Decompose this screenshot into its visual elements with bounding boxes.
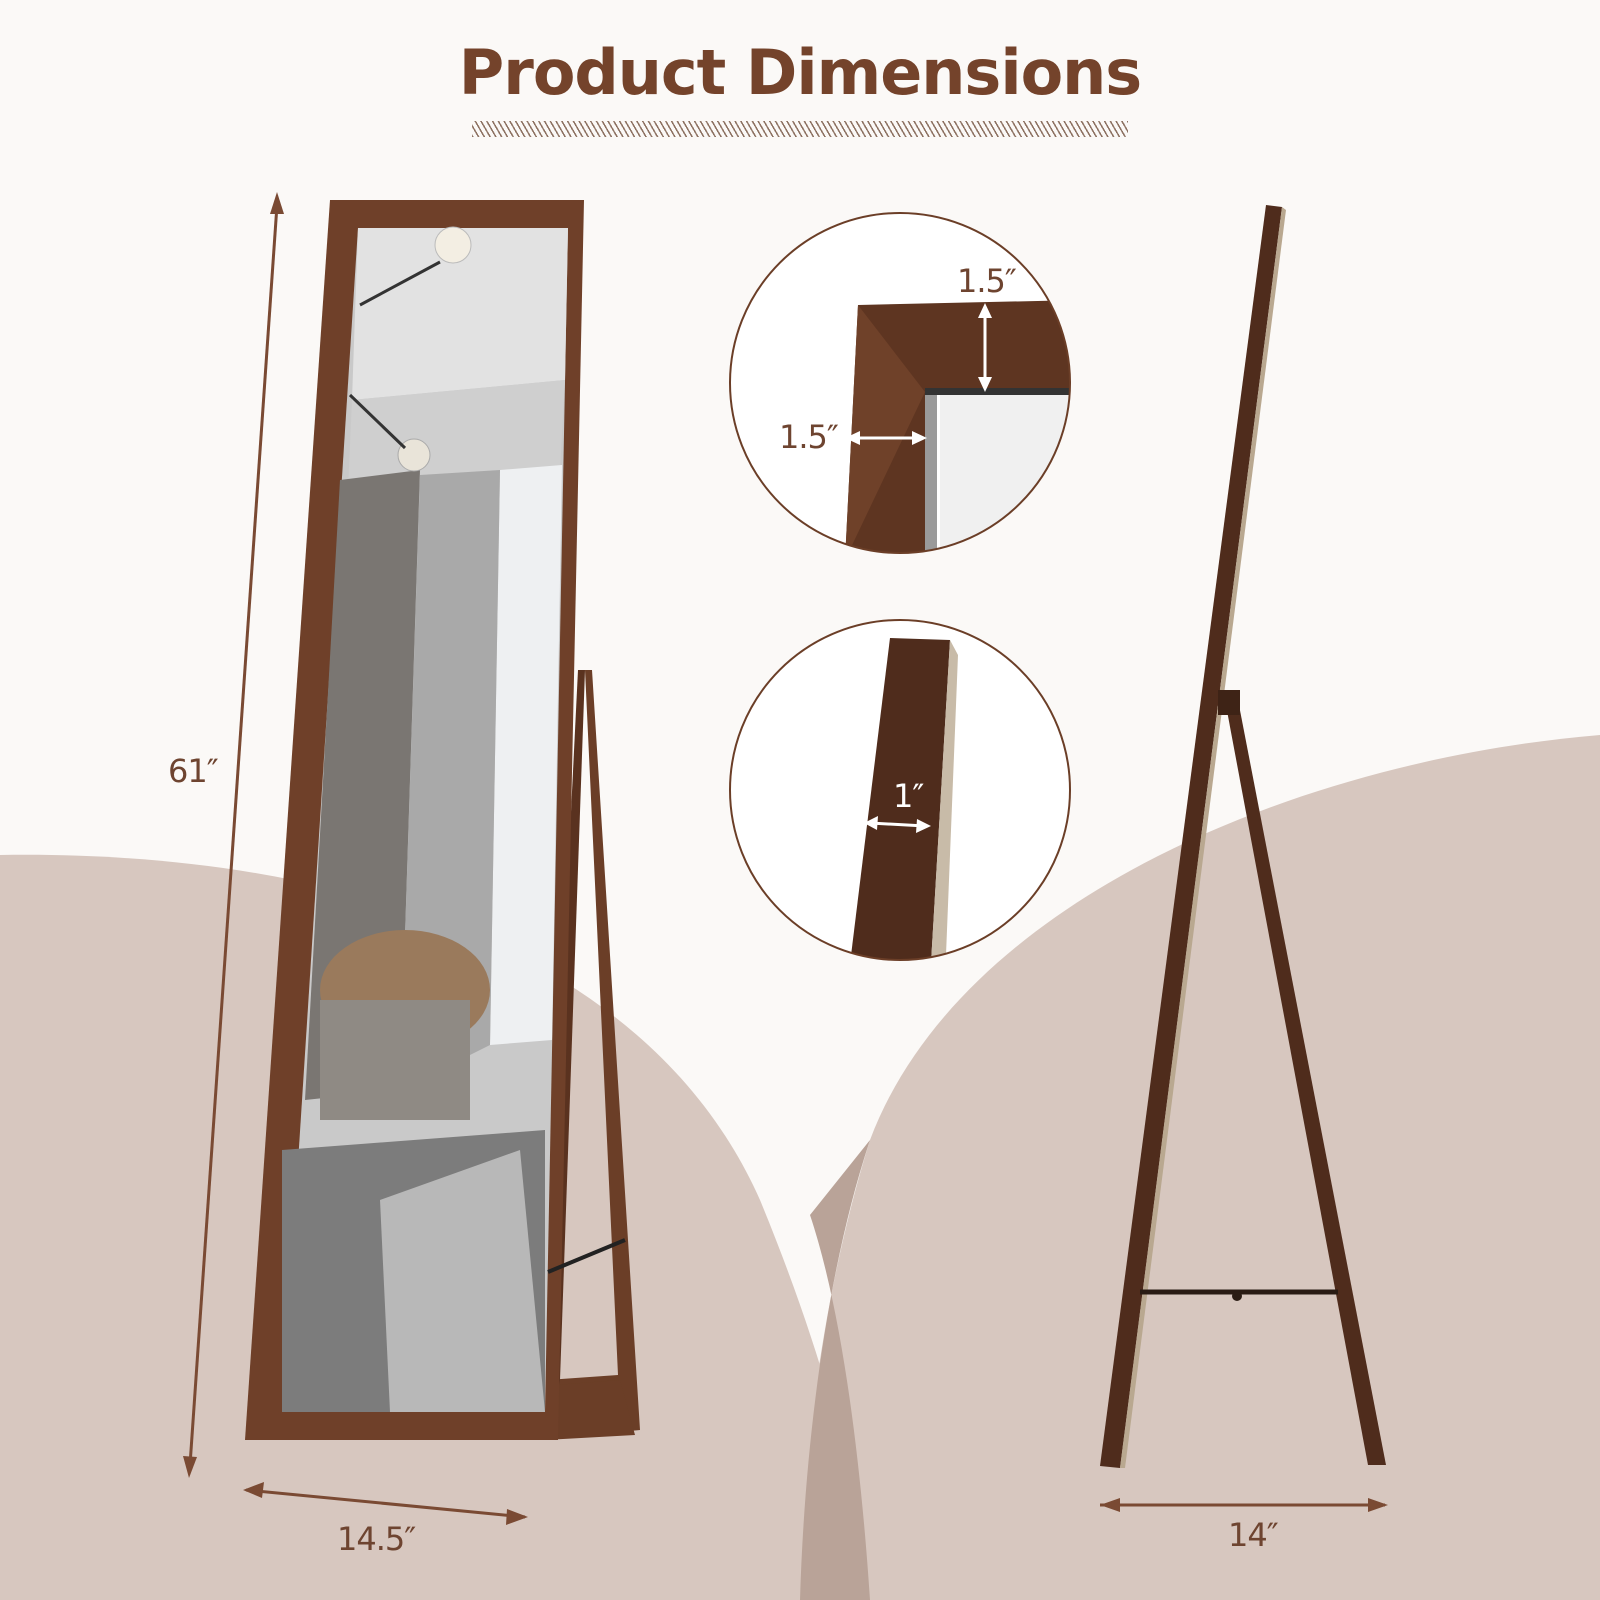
- stand-leg: [540, 670, 640, 1440]
- right-floor-blob: [800, 735, 1600, 1600]
- height-label: 61″: [168, 752, 219, 790]
- page-title: Product Dimensions: [458, 36, 1142, 109]
- frame-side-width-label: 1.5″: [779, 418, 839, 456]
- front-width-label: 14.5″: [337, 1520, 416, 1558]
- title-underline-hatch: [472, 121, 1128, 137]
- frame-edge-detail: [848, 638, 958, 960]
- height-arrow: [188, 204, 279, 1466]
- frame-depth-label: 1″: [893, 777, 924, 815]
- stand-width-label: 14″: [1228, 1516, 1279, 1554]
- stand-bracket: [547, 1238, 626, 1274]
- side-stand-leg: [1225, 700, 1386, 1465]
- overlap-blob: [800, 1140, 870, 1600]
- front-width-arrow: [245, 1488, 526, 1519]
- side-frame: [1100, 205, 1282, 1468]
- frame-top-width-label: 1.5″: [957, 262, 1017, 300]
